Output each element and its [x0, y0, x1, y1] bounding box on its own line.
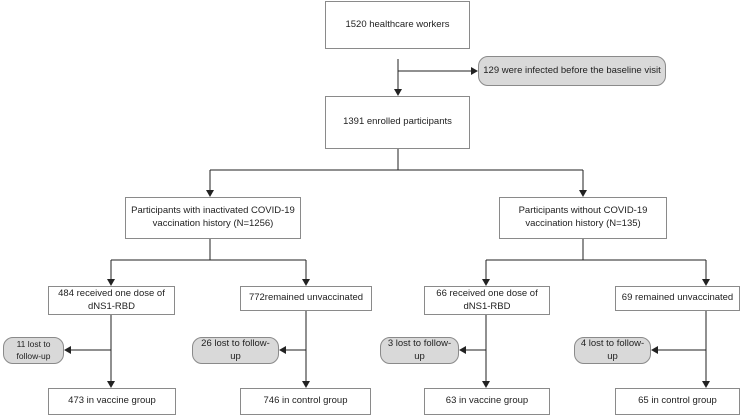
node-lost-2: 26 lost to follow-up [192, 337, 279, 364]
arrowhead-icon [206, 190, 214, 197]
arrowhead-icon [394, 89, 402, 96]
node-final-3: 63 in vaccine group [424, 388, 550, 415]
arrowhead-icon [459, 346, 466, 354]
node-final-2: 746 in control group [240, 388, 371, 415]
node-enrolled: 1391 enrolled participants [325, 96, 470, 149]
arrowhead-icon [702, 381, 710, 388]
connector-col1 [66, 315, 112, 386]
arrowhead-icon [302, 381, 310, 388]
node-without-unvaccinated: 69 remained unvaccinated [615, 286, 740, 311]
arrowhead-icon [107, 381, 115, 388]
node-total: 1520 healthcare workers [325, 1, 470, 49]
arrowhead-icon [107, 279, 115, 286]
node-final-4: 65 in control group [615, 388, 740, 415]
arrowhead-icon [702, 279, 710, 286]
connector-col4 [653, 311, 707, 386]
arrowhead-icon [279, 346, 286, 354]
node-lost-3: 3 lost to follow-up [380, 337, 459, 364]
node-excluded: 129 were infected before the baseline vi… [478, 56, 666, 86]
arrowhead-icon [579, 190, 587, 197]
node-final-1: 473 in vaccine group [48, 388, 176, 415]
node-without-history: Participants without COVID-19 vaccinatio… [499, 197, 667, 239]
arrowhead-icon [64, 346, 71, 354]
connector-enrolled-split [209, 149, 584, 195]
node-lost-1: 11 lost to follow-up [3, 337, 64, 364]
arrowhead-icon [482, 279, 490, 286]
connector-with-split [110, 239, 307, 284]
node-with-unvaccinated: 772remained unvaccinated [240, 286, 372, 311]
node-with-history: Participants with inactivated COVID-19 v… [125, 197, 301, 239]
node-with-vaccine: 484 received one dose of dNS1-RBD [48, 286, 175, 315]
arrowhead-icon [302, 279, 310, 286]
node-without-vaccine: 66 received one dose of dNS1-RBD [424, 286, 550, 315]
node-lost-4: 4 lost to follow-up [574, 337, 651, 364]
connector-without-split [485, 239, 707, 284]
arrowhead-icon [471, 67, 478, 75]
arrowhead-icon [651, 346, 658, 354]
arrowhead-icon [482, 381, 490, 388]
